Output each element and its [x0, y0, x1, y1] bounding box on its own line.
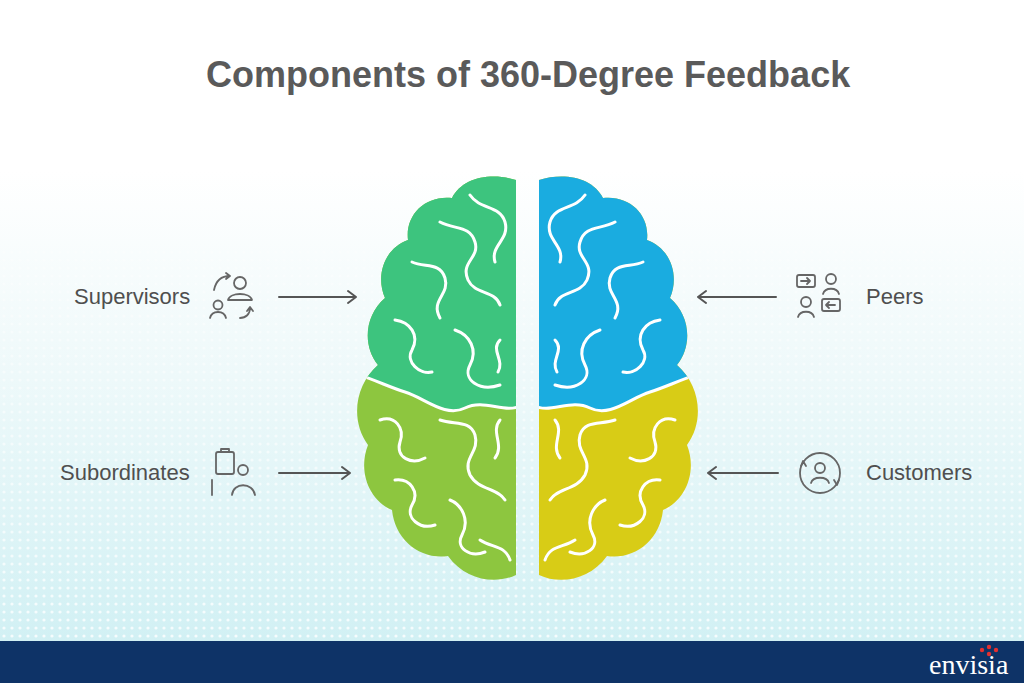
source-label: Customers [866, 460, 972, 486]
source-label: Subordinates [60, 460, 190, 486]
source-label: Supervisors [74, 284, 190, 310]
brand-logo: envisia [929, 650, 1008, 680]
diagram-title: Components of 360-Degree Feedback [206, 54, 850, 96]
source-label: Peers [866, 284, 923, 310]
